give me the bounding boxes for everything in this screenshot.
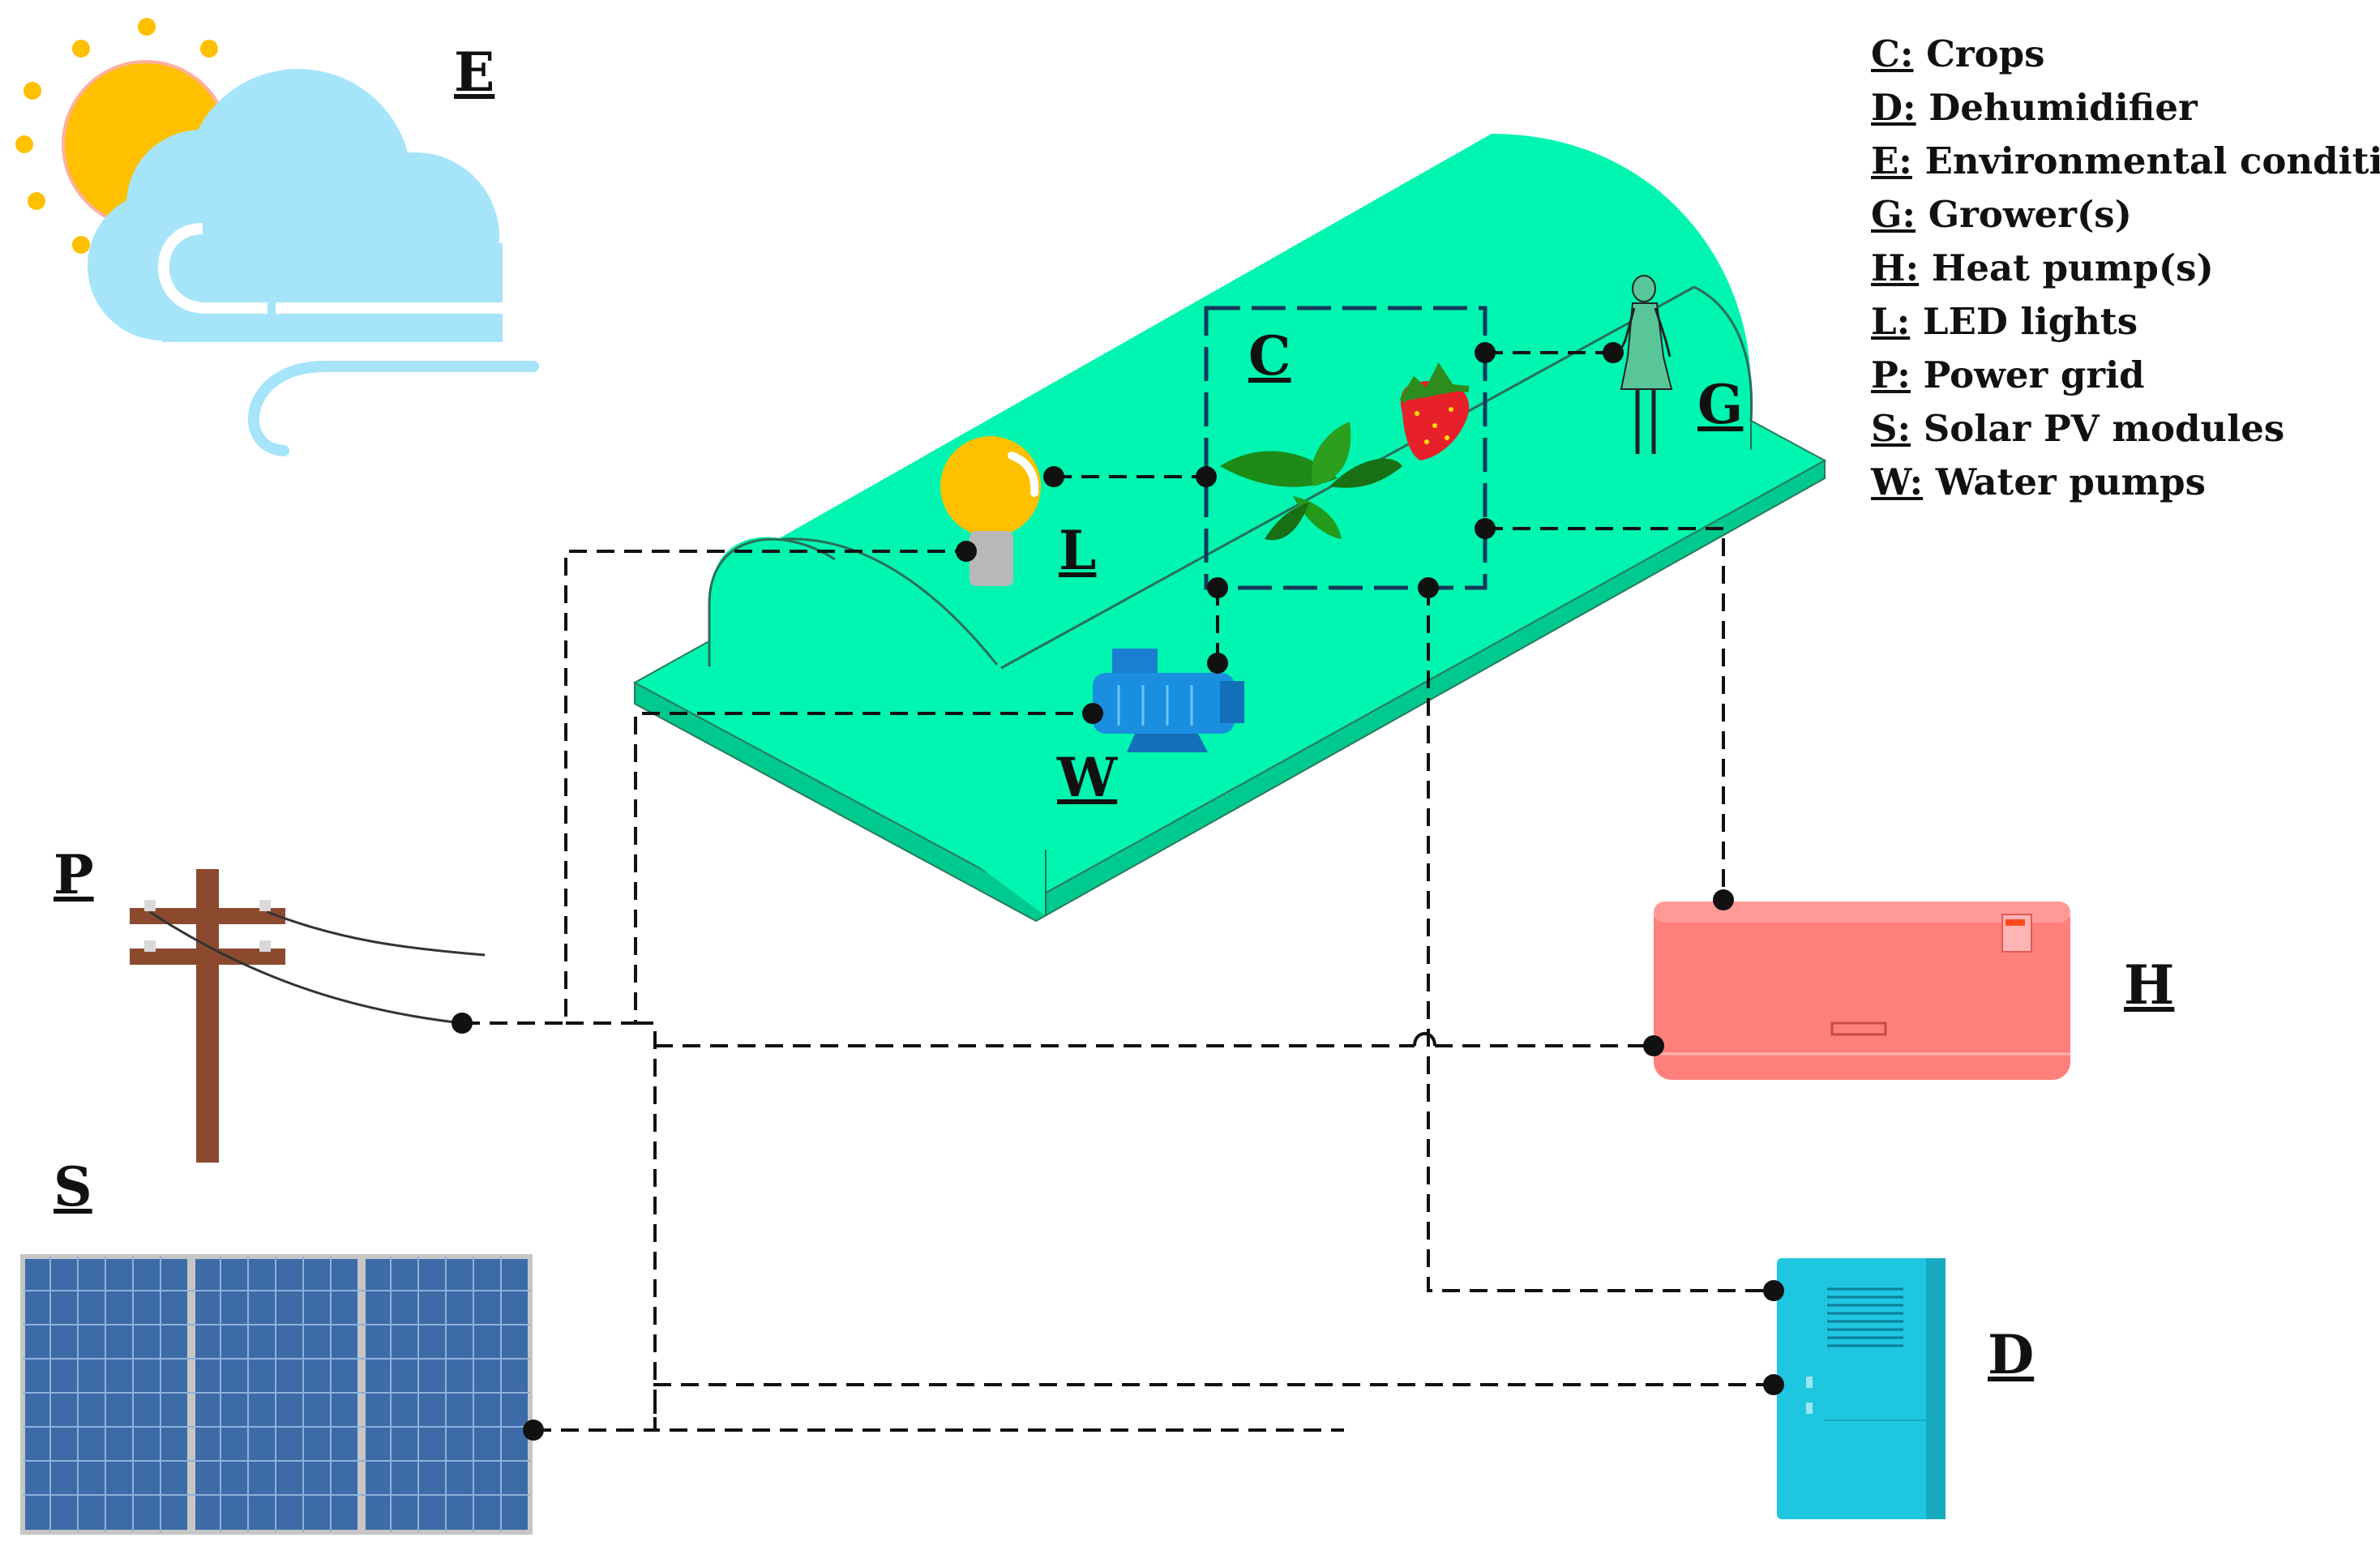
line-hop [1413, 1032, 1436, 1047]
legend-key: C: [1871, 32, 1914, 75]
legend-key: S: [1871, 407, 1911, 450]
water-pump-icon [1093, 649, 1244, 752]
light-bulb-icon [940, 436, 1041, 586]
legend-text: Power grid [1910, 353, 2145, 396]
label-power-grid: P [54, 843, 94, 906]
legend-text: LED lights [1910, 300, 2138, 343]
label-heat-pump: H [2124, 953, 2175, 1017]
legend-text: Water pumps [1923, 460, 2206, 503]
heat-pump-icon [1654, 901, 2070, 1080]
legend-item: E: Environmental conditions [1871, 135, 2380, 188]
label-crops: C [1248, 324, 1291, 388]
legend-item: G: Grower(s) [1871, 188, 2374, 242]
legend-item: W: Water pumps [1871, 456, 2374, 509]
label-environment: E [454, 41, 495, 104]
legend-item: C: Crops [1871, 28, 2374, 81]
label-dehumidifier: D [1988, 1323, 2035, 1386]
dehumidifier-icon [1777, 1258, 1946, 1519]
legend-key: D: [1871, 86, 1916, 129]
crops-box [1204, 306, 1488, 590]
legend-text: Dehumidifier [1916, 86, 2198, 129]
solar-panel-icon [20, 1254, 533, 1535]
greenhouse [632, 134, 1827, 923]
legend-item: H: Heat pump(s) [1871, 242, 2374, 295]
label-solar: S [54, 1155, 92, 1218]
legend-key: W: [1871, 460, 1924, 503]
leaves-icon [1220, 422, 1402, 541]
strawberry-icon [1399, 362, 1470, 460]
legend: C: Crops D: Dehumidifier E: Environmenta… [1871, 28, 2380, 509]
legend-text: Environmental conditions [1924, 139, 2380, 182]
label-water-pump: W [1057, 746, 1118, 809]
legend-key: H: [1871, 246, 1920, 289]
label-led: L [1059, 519, 1097, 582]
legend-text: Grower(s) [1916, 193, 2132, 236]
grower-icon [1616, 275, 1673, 454]
legend-text: Heat pump(s) [1919, 246, 2214, 289]
legend-text: Solar PV modules [1911, 407, 2285, 450]
legend-item: P: Power grid [1871, 349, 2374, 402]
legend-item: D: Dehumidifier [1871, 81, 2374, 135]
connection-lines [462, 351, 1774, 1432]
legend-item: S: Solar PV modules [1871, 402, 2374, 456]
legend-key: P: [1871, 353, 1911, 396]
legend-item: L: LED lights [1871, 295, 2374, 349]
power-pole-icon [130, 869, 486, 1163]
legend-key: G: [1871, 193, 1916, 236]
legend-text: Crops [1913, 32, 2045, 75]
legend-key: L: [1871, 300, 1911, 343]
legend-key: E: [1871, 139, 1912, 182]
label-grower: G [1697, 373, 1744, 436]
sun-cloud-icon [15, 18, 539, 456]
connection-dots [452, 342, 1784, 1441]
